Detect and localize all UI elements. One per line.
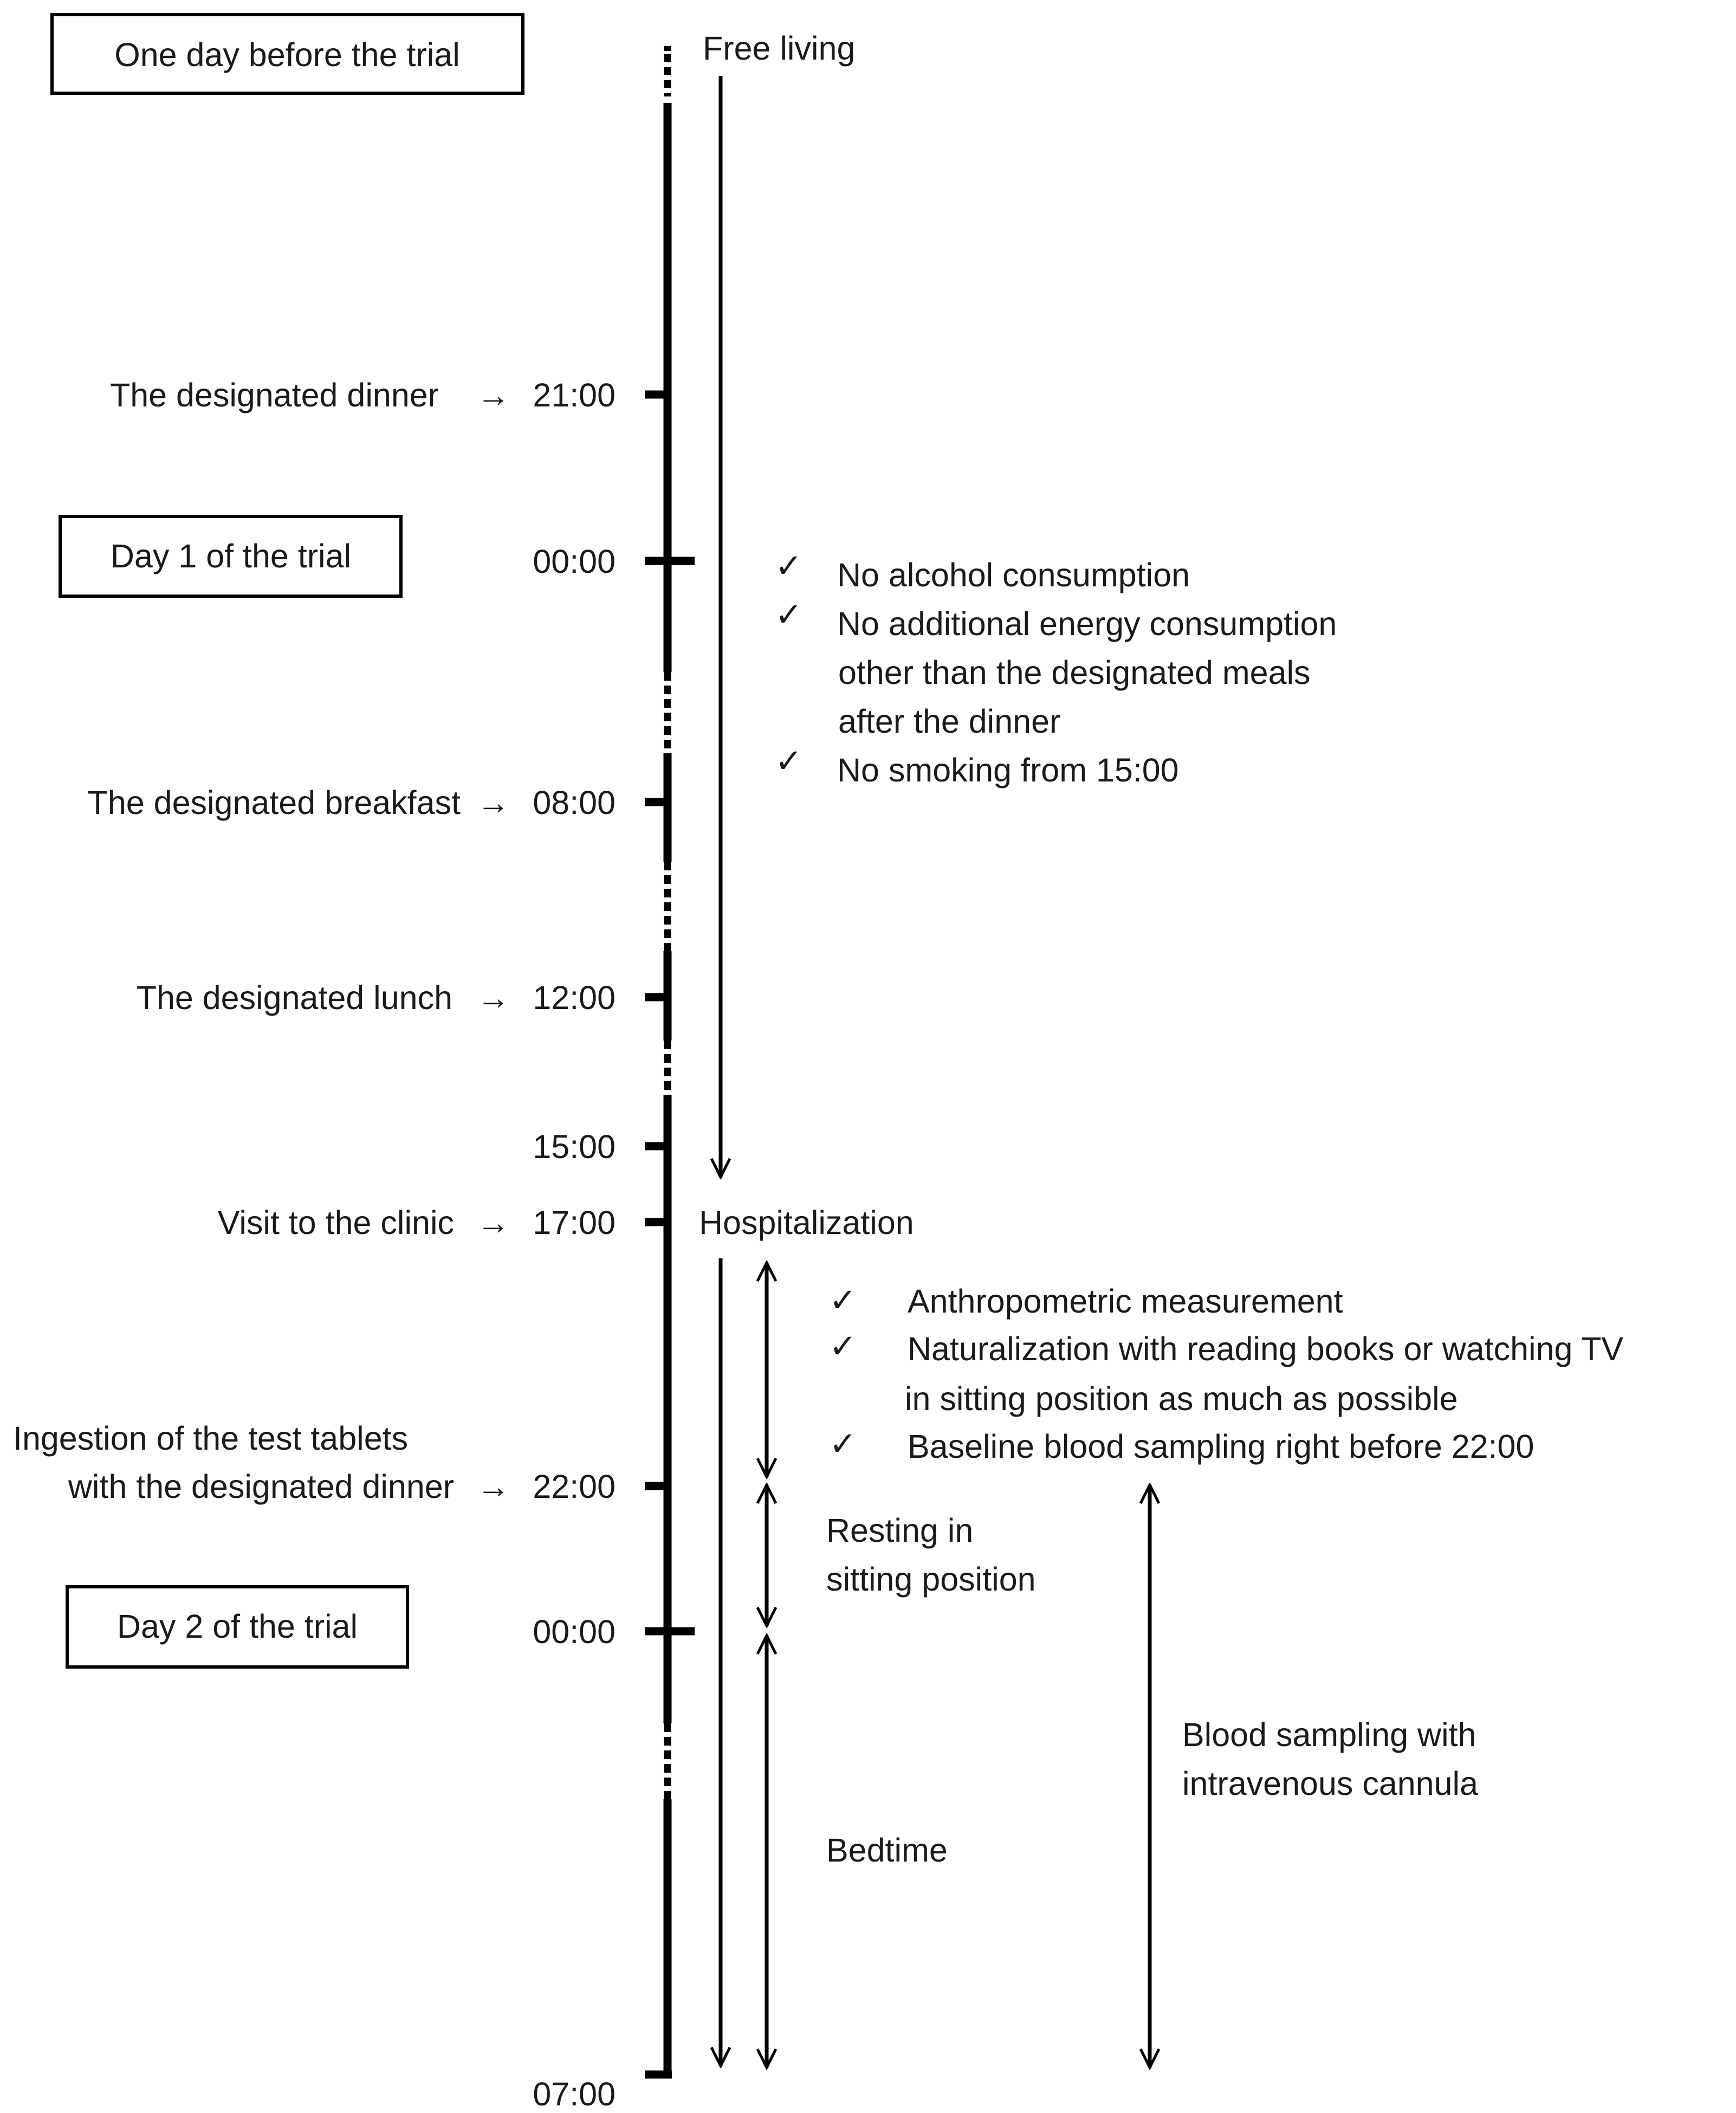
hospital-rule-3: Baseline blood sampling right before 22:… [908,1428,1534,1465]
event-breakfast-arrow: → [477,784,510,821]
time-labels: 21:00 00:00 08:00 12:00 15:00 17:00 22:0… [533,377,616,2112]
bedtime-label: Bedtime [826,1832,948,1869]
phase-arrows [767,1263,1150,2067]
time-label-1700: 17:00 [533,1204,616,1241]
phase-free-living-label: Free living [703,30,855,67]
hospital-rule-2-line1: Naturalization with reading books or wat… [908,1330,1624,1367]
time-label-2200: 22:00 [533,1468,616,1505]
phase-labels: Resting in sitting position Bedtime Bloo… [826,1512,1478,1869]
hospital-check-3: ✓ [829,1425,857,1462]
time-label-0800: 08:00 [533,784,616,821]
hospital-rule-1: Anthropometric measurement [908,1283,1343,1320]
blood-sampling-label-line1: Blood sampling with [1182,1716,1476,1753]
free-living-rule-2-line3: after the dinner [838,703,1060,740]
timeline-ticks [645,390,695,2079]
event-dinner: The designated dinner [110,377,439,413]
free-living-rule-1: No alcohol consumption [837,557,1190,593]
period-label-day1: Day 1 of the trial [111,538,351,574]
time-label-1200: 12:00 [533,979,616,1016]
blood-sampling-label-line2: intravenous cannula [1182,1765,1478,1802]
free-living-check-2: ✓ [775,596,802,633]
free-living-rule-3: No smoking from 15:00 [837,752,1179,789]
hospital-check-1: ✓ [829,1282,857,1319]
event-ingestion-line2: with the designated dinner [68,1468,454,1505]
period-box-one-day-before: One day before the trial [50,13,524,95]
hospital-check-2: ✓ [829,1328,857,1365]
period-box-day2: Day 2 of the trial [66,1585,409,1669]
event-dinner-arrow: → [477,377,510,413]
free-living-rule-2-line1: No additional energy consumption [837,605,1337,642]
period-box-day1: Day 1 of the trial [59,515,403,598]
event-breakfast: The designated breakfast [88,784,461,821]
time-label-1500: 15:00 [533,1128,616,1165]
event-labels: The designated dinner → The designated b… [13,377,510,1505]
event-ingestion-line1: Ingestion of the test tablets [13,1420,408,1457]
free-living-check-1: ✓ [775,547,802,584]
time-label-0700: 07:00 [533,2076,616,2112]
free-living-phase: Free living ✓ No alcohol consumption ✓ N… [703,30,1337,1177]
resting-label-line2: sitting position [826,1561,1036,1598]
event-lunch: The designated lunch [137,979,452,1016]
time-label-0000-day2: 00:00 [533,1613,616,1650]
resting-label-line1: Resting in [826,1512,973,1549]
hospitalization-phase: Hospitalization ✓ Anthropometric measure… [699,1204,1624,2066]
period-label-day2: Day 2 of the trial [117,1608,358,1645]
event-visit: Visit to the clinic [218,1204,454,1241]
free-living-rule-2-line2: other than the designated meals [838,654,1311,691]
time-label-2100: 21:00 [533,377,616,413]
time-label-0000-day1: 00:00 [533,543,616,580]
event-lunch-arrow: → [477,979,510,1016]
hospital-rule-2-line2: in sitting position as much as possible [905,1380,1458,1417]
event-visit-arrow: → [477,1204,510,1241]
free-living-check-3: ✓ [775,742,802,779]
period-label-one-day-before: One day before the trial [114,36,460,73]
event-ingestion-arrow: → [477,1468,510,1505]
phase-hospitalization-label: Hospitalization [699,1204,914,1241]
